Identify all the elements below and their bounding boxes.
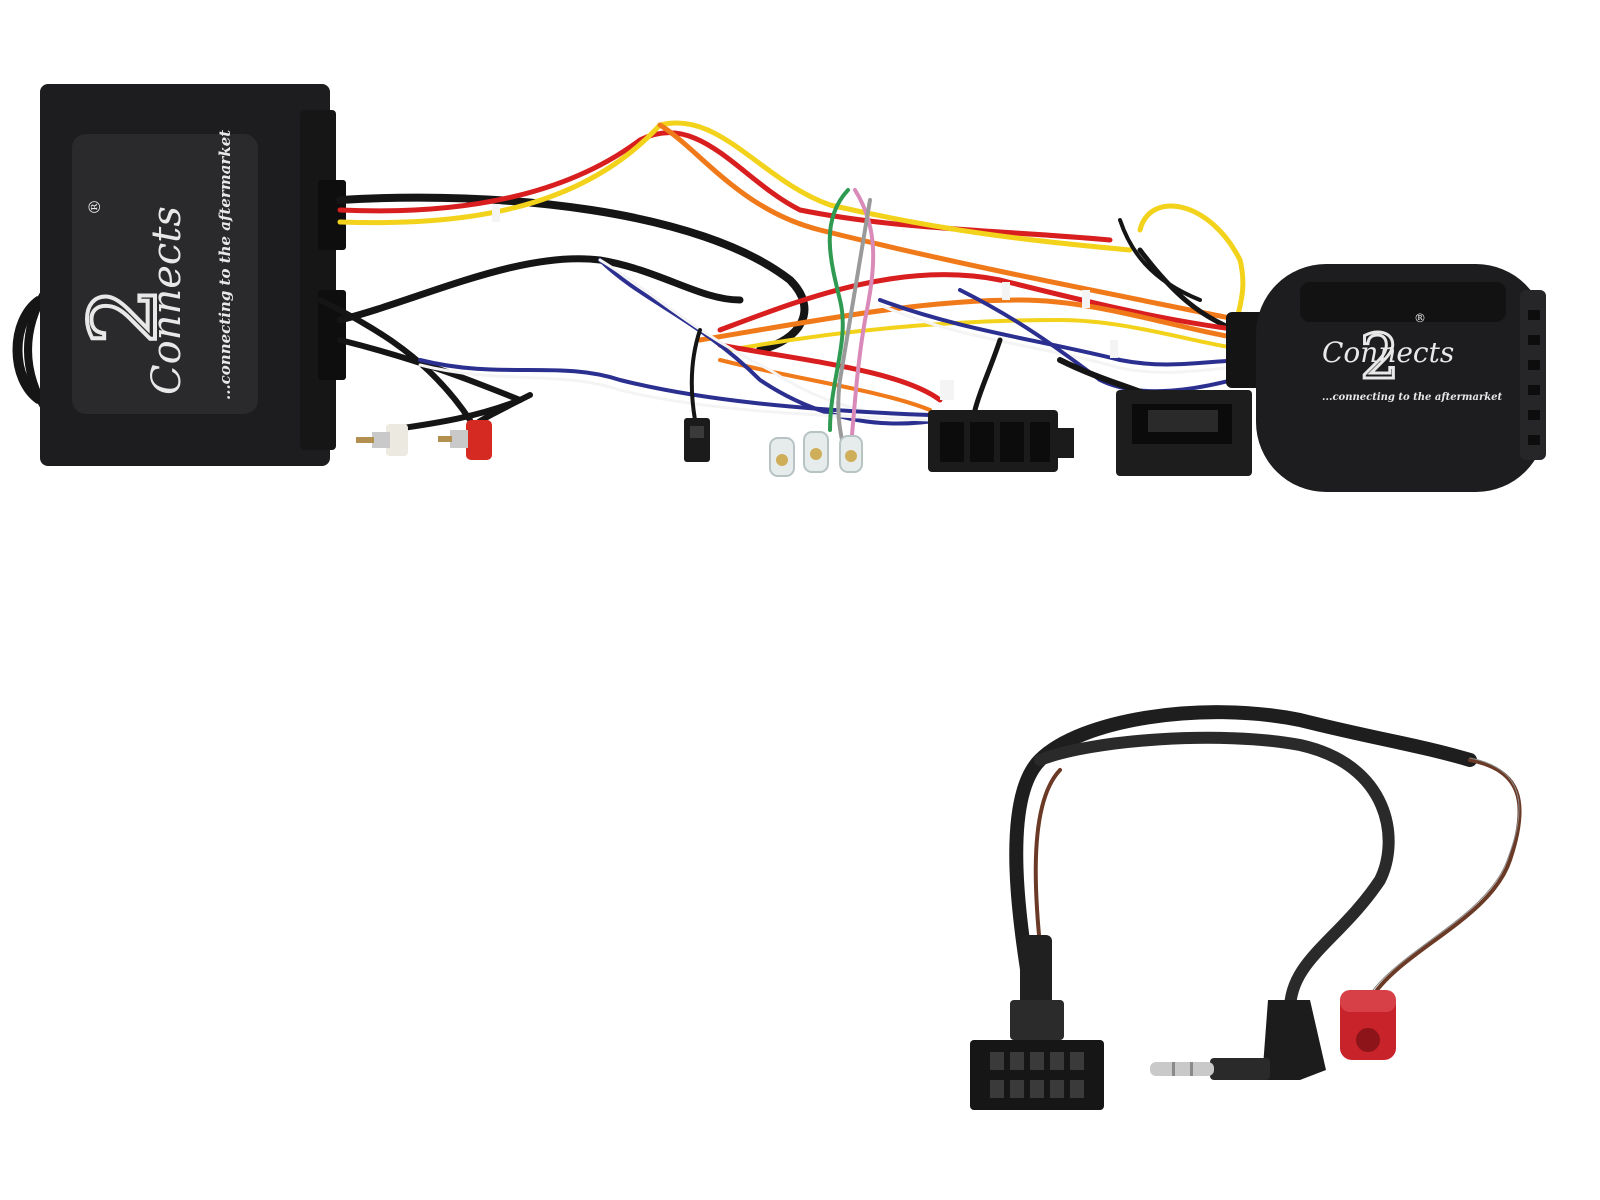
interface-box: 2 Connects ® ...connecting to the afterm… — [12, 84, 346, 466]
box-connector-top — [318, 180, 346, 250]
puck-logo-tagline: ...connecting to the aftermarket — [1322, 392, 1503, 403]
box-logo-tagline: ...connecting to the aftermarket — [216, 130, 234, 400]
rca-plug-white — [356, 424, 408, 456]
wire-harness — [317, 120, 1253, 442]
vehicle-connector — [1116, 390, 1252, 476]
box-logo: 2 Connects ® ...connecting to the afterm… — [68, 130, 234, 400]
box-label-panel — [72, 134, 258, 414]
puck-logo-numeral: 2 — [1360, 320, 1399, 393]
iso-connector — [928, 410, 1074, 472]
headunit-connector — [970, 1000, 1104, 1110]
rca-plug-red — [438, 420, 492, 460]
box-logo-numeral: 2 — [70, 286, 177, 345]
audio-jack — [1150, 1000, 1326, 1080]
box-logo-registered: ® — [85, 199, 104, 215]
puck-logo: 2 Connects ® ...connecting to the afterm… — [1322, 311, 1503, 403]
box-logo-brand: Connects — [144, 206, 190, 395]
patch-lead — [1009, 705, 1522, 1016]
red-spade-terminal — [1340, 990, 1396, 1060]
rca-plugs — [356, 420, 492, 460]
puck-logo-brand: Connects — [1322, 336, 1454, 369]
puck-logo-registered: ® — [1414, 311, 1426, 325]
puck-vents — [1528, 310, 1540, 445]
control-puck: 2 Connects ® ...connecting to the afterm… — [1226, 264, 1546, 492]
small-plug — [684, 418, 710, 462]
bullet-terminals — [769, 431, 863, 477]
